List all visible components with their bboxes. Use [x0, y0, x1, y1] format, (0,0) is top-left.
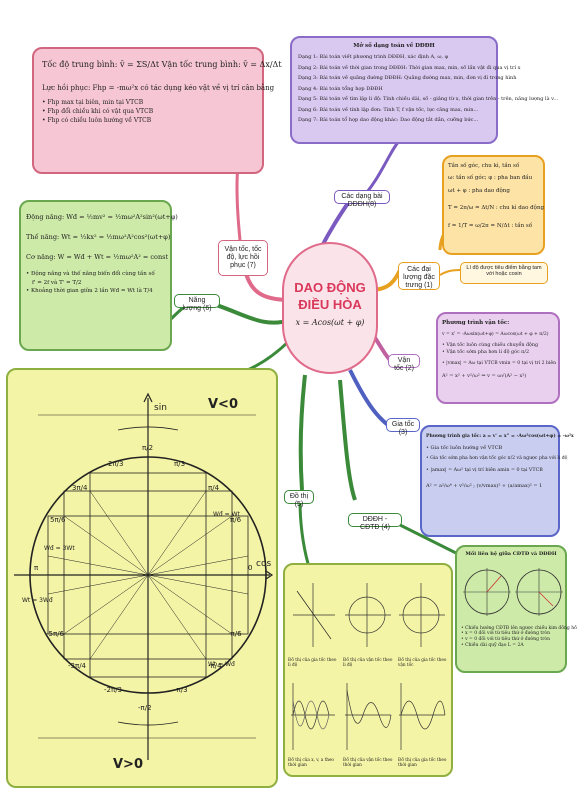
angle-label: -π/3 [174, 686, 188, 694]
quantities-line: ωt + φ : pha dao động [448, 187, 510, 194]
period-formula: T = 2π/ω = Δt/N : chu kì dao động [448, 205, 545, 212]
mechanical-energy-formula: Cơ năng: W = Wđ + Wt = ½mω²A² = const [26, 253, 169, 262]
frequency-formula: f = 1/T = ω/2π = N/Δt : tần số [448, 222, 533, 229]
velocity-bullet: • Vận tốc sớm pha hơn li độ góc π/2 [442, 350, 529, 356]
branch-velocity: Vận tốc (2) [388, 354, 420, 372]
note-tag: Lí độ được tiêu điểm bằng tam với hoặc c… [460, 262, 548, 284]
branch-graph: Đồ thị (5) [284, 490, 314, 508]
energy-label: Wt = Wđ [208, 661, 235, 668]
branch-acceleration: Gia tốc (3) [386, 418, 420, 436]
quantities-line: ω: tần số góc; φ : pha ban đầu [448, 175, 533, 182]
velocity-relation: A² = x² + v²/ω² ⇒ v = ω√(A² − x²) [442, 372, 527, 379]
force-bullet: • Fhp max tại biên, min tại VTCB [42, 98, 144, 106]
graph-caption: Đồ thị của x, v, a theo thời gian [288, 757, 334, 768]
velocity-bullet: • Vận tốc luôn cùng chiều chuyển động [442, 342, 539, 348]
angle-label: 5π/6 [50, 516, 66, 524]
angle-label: -π/6 [228, 630, 242, 638]
graphs-box: Đồ thị của gia tốc theo li độ Đồ thị của… [283, 563, 453, 777]
quantities-box: Tần số góc, chu kì, tần số ω: tần số góc… [442, 155, 545, 255]
problem-type-item: Dạng 5: Bài toán về tìm lặp li độ: Tính … [298, 96, 559, 103]
negative-velocity-label: V<0 [208, 397, 238, 412]
circular-relation-box: Mối liên hệ giữa CĐTĐ và DĐĐH • Chiếu hư… [455, 545, 577, 673]
problem-type-item: Dạng 4: Bài toán tổng hợp DĐĐH [298, 85, 383, 92]
quantities-line: Tần số góc, chu kì, tần số [448, 163, 520, 169]
acceleration-bullet: • Gia tốc sớm pha hơn vận tốc góc π/2 và… [426, 455, 568, 461]
unit-circle-box: V<0 V>0 sin cos π/2 2π/3 π/3 3π/4 π/4 5π… [6, 368, 278, 788]
energy-box: Động năng: Wđ = ½mv² = ½mω²A²sin²(ωt+φ) … [19, 200, 178, 351]
energy-bullet: f' = 2f và T' = T/2 [32, 279, 82, 286]
unit-circle-diagram: V<0 V>0 sin cos π/2 2π/3 π/3 3π/4 π/4 5π… [14, 392, 274, 772]
graph-caption: Đồ thị của gia tốc theo vận tốc [398, 657, 447, 668]
cos-axis-label: cos [256, 559, 271, 569]
graph-caption: Đồ thị của vận tốc theo thời gian [343, 757, 393, 768]
acceleration-equation: Phương trình gia tốc: a = v' = x'' = -Aω… [426, 434, 574, 439]
graph-caption: Đồ thị của vận tốc theo li độ [343, 657, 393, 668]
graph-plots [291, 583, 446, 750]
branch-energy: Năng lượng (6) [174, 294, 220, 312]
restoring-force-formula: Lực hồi phục: Fhp = -mω²x có tác dụng ké… [42, 84, 275, 92]
velocity-equation-box: Phương trình vận tốc: v = x' = -Aωsin(ωt… [436, 312, 560, 404]
acceleration-bullet: • Gia tốc luôn hướng về VTCB [426, 445, 503, 452]
central-topic: DAO ĐỘNG ĐIỀU HÒA x = Acos(ωt + φ) [282, 242, 378, 374]
potential-energy-formula: Thế năng: Wt = ½kx² = ½mω²A²cos²(ωt+φ) [26, 233, 171, 242]
problem-types-title: Mở số dạng toán về DĐĐH [353, 43, 435, 49]
energy-label: Wt = 3Wđ [22, 597, 53, 604]
acceleration-box: Phương trình gia tốc: a = v' = x'' = -Aω… [420, 425, 574, 537]
energy-bullet: • Khoảng thời gian giữa 2 lần Wđ = Wt là… [26, 288, 153, 295]
relation-bullet: • Chiều dài quỹ đạo L = 2A [461, 643, 524, 649]
branch-quantities: Các đại lượng đặc trưng (1) [398, 262, 440, 290]
central-title-line2: ĐIỀU HÒA [298, 297, 362, 312]
relation-bullet: • v = 0 đối với từ tiêu thứ ở đường tròn [461, 637, 550, 643]
angle-label: -π/2 [138, 704, 152, 712]
average-speed-formula: Tốc độ trung bình: v̄ = ΣS/Δt Vận tốc tr… [42, 60, 282, 69]
velocity-bullet: • |vmax| = Aω tại VTCB vmin = 0 tại vị t… [442, 360, 557, 366]
velocity-equation-title: Phương trình vận tốc: [442, 320, 510, 326]
velocity-force-box: Tốc độ trung bình: v̄ = ΣS/Δt Vận tốc tr… [32, 47, 282, 174]
force-bullet: • Fhp đổi chiều khi có vật qua VTCB [42, 107, 154, 115]
central-formula: x = Acos(ωt + φ) [295, 318, 365, 327]
angle-label: 2π/3 [108, 460, 123, 468]
energy-bullet: • Động năng và thế năng biến đổi cùng tầ… [26, 271, 155, 278]
angle-label: π/3 [174, 460, 185, 468]
angle-label: 3π/4 [72, 484, 88, 492]
graph-caption: Đồ thị của gia tốc theo thời gian [398, 757, 447, 768]
problem-type-item: Dạng 3: Bài toán về quãng đường DĐĐH: Qu… [298, 75, 517, 82]
branch-relation: DĐĐH - CĐTĐ (4) [348, 513, 402, 531]
kinetic-energy-formula: Động năng: Wđ = ½mv² = ½mω²A²sin²(ωt+φ) [26, 213, 178, 221]
velocity-equation: v = x' = -Aωsin(ωt+φ) = Aωcos(ωt + φ + π… [442, 332, 549, 338]
relation-bullet: • Chiếu hướng CĐTĐ lên ngược chiều kim đ… [461, 625, 577, 631]
sin-axis-label: sin [154, 403, 167, 413]
energy-label: Wđ = 3Wt [44, 545, 75, 552]
positive-velocity-label: V>0 [113, 757, 143, 772]
graph-caption: Đồ thị của gia tốc theo li độ [288, 657, 337, 668]
central-title-line1: DAO ĐỘNG [294, 280, 366, 295]
relation-title: Mối liên hệ giữa CĐTĐ và DĐĐH [465, 551, 557, 557]
problem-type-item: Dạng 2: Bài toán về thời gian trong DĐĐH… [298, 64, 521, 71]
problem-type-item: Dạng 1: Bài toán viết phương trình DĐĐH,… [298, 54, 449, 61]
angle-label: -3π/4 [68, 662, 87, 670]
angle-label: -π/4 [208, 662, 222, 670]
angle-label: π/6 [230, 516, 242, 524]
angle-label: π/4 [208, 484, 220, 492]
force-bullet: • Fhp có chiều luôn hướng về VTCB [42, 116, 152, 124]
energy-label: Wđ = Wt [213, 511, 241, 518]
branch-problem-types: Các dạng bài DĐĐH(8) [334, 190, 390, 208]
angle-label: -2π/3 [104, 686, 122, 694]
angle-label: π/2 [142, 444, 153, 452]
acceleration-relation: A² = a²/ω⁴ + v²/ω² ; (v/vmax)² + (a/amax… [426, 482, 543, 489]
relation-bullet: • x = 0 đối với từ tiêu thứ ở đường tròn [461, 631, 550, 637]
problem-type-item: Dạng 6: Bài toán về tính lặp đơn: Tính T… [298, 106, 479, 113]
relation-circle-diagrams [463, 567, 563, 616]
angle-label: π [34, 564, 39, 572]
angle-label: 0 [248, 564, 252, 572]
acceleration-bullet: • |amax| = Aω² tại vị trí biên amin = 0 … [426, 468, 543, 474]
branch-velocity-force: Vận tốc, tốc độ, lực hồi phục (7) [218, 240, 268, 276]
problem-types-box: Mở số dạng toán về DĐĐH Dạng 1: Bài toán… [290, 36, 559, 144]
angle-label: -5π/6 [46, 630, 65, 638]
problem-type-item: Dạng 7: Bài toán tổ hợp dao động khác: D… [298, 117, 479, 124]
